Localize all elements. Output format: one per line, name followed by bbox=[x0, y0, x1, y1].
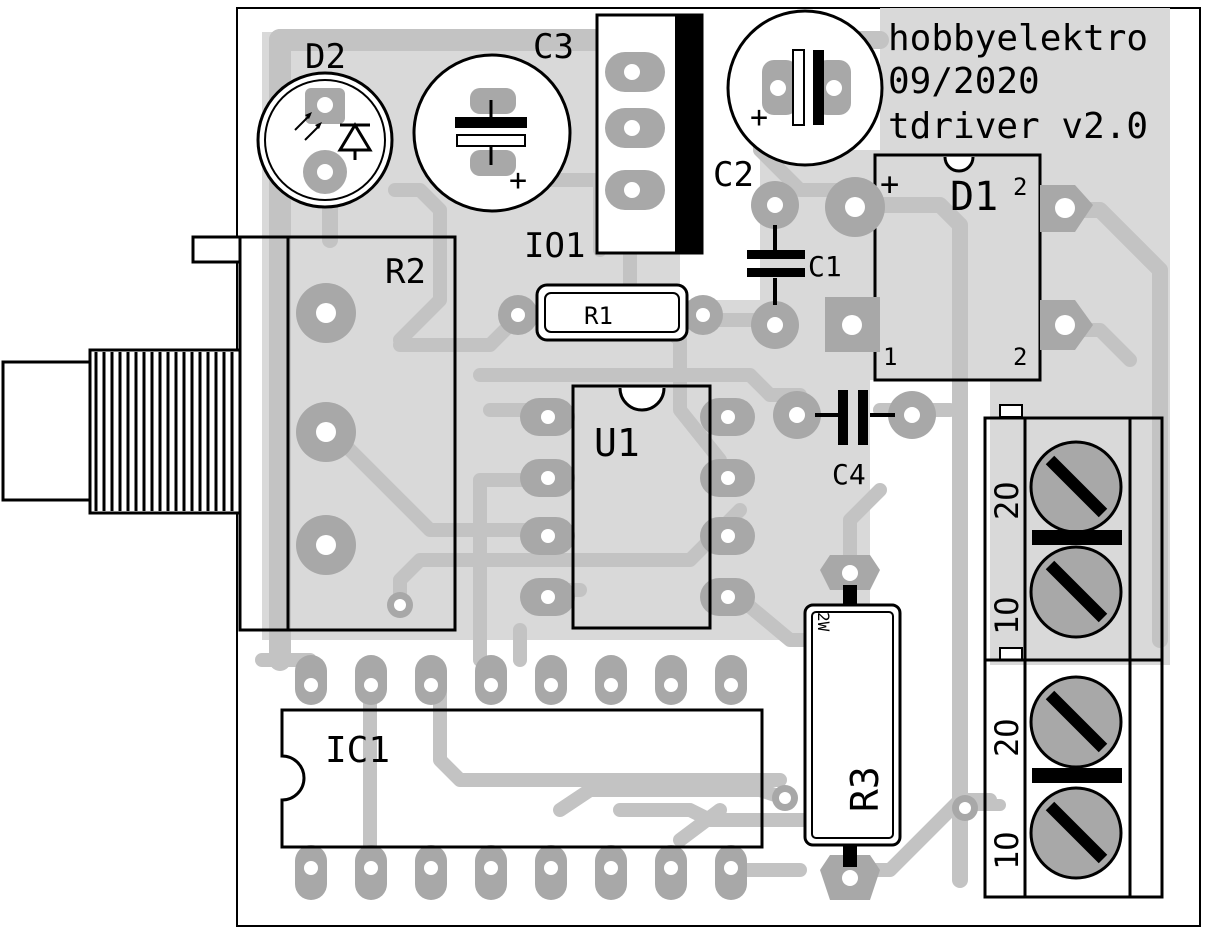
resistor-r3 bbox=[803, 555, 902, 900]
capacitor-c1 bbox=[747, 181, 805, 349]
label-r3-power: 2W bbox=[814, 612, 833, 632]
ic-ic1 bbox=[280, 655, 764, 900]
label-d1-pin1: 1 bbox=[883, 343, 897, 371]
label-u1: U1 bbox=[594, 421, 640, 465]
capacitor-c4 bbox=[773, 390, 936, 445]
label-terminal-upper-pin1: 1O bbox=[988, 596, 1026, 635]
board-title-line3: tdriver v2.0 bbox=[888, 106, 1148, 147]
vias bbox=[387, 592, 978, 821]
label-r2: R2 bbox=[385, 252, 426, 292]
label-io1: IO1 bbox=[524, 226, 585, 266]
board-title-line1: hobbyelektro bbox=[888, 18, 1148, 59]
capacitor-c3 bbox=[412, 53, 572, 213]
label-terminal-lower-pin1: 1O bbox=[988, 831, 1026, 870]
label-d2: D2 bbox=[305, 37, 346, 77]
terminal-block-lower bbox=[983, 647, 1164, 899]
label-c3: C3 bbox=[533, 27, 574, 67]
label-terminal-lower-pin2: 2O bbox=[988, 718, 1026, 757]
led-d2 bbox=[256, 71, 394, 209]
label-r3: R3 bbox=[843, 766, 887, 812]
label-d1-pin2b: 2 bbox=[1013, 343, 1027, 371]
ic-u1 bbox=[520, 384, 755, 630]
capacitor-c2 bbox=[726, 9, 884, 167]
label-plus-c2: + bbox=[750, 100, 768, 135]
resistor-r1 bbox=[498, 283, 723, 342]
label-plus-d1: + bbox=[880, 165, 899, 203]
shaft-knurling bbox=[94, 352, 234, 511]
label-d1-pin2a: 2 bbox=[1013, 173, 1027, 201]
potentiometer-r2 bbox=[1, 235, 457, 632]
board-title-line2: 09/2020 bbox=[888, 61, 1040, 102]
label-c4: C4 bbox=[832, 458, 866, 491]
label-d1: D1 bbox=[950, 174, 998, 220]
label-plus-c3: + bbox=[509, 163, 527, 198]
terminal-block-upper bbox=[983, 404, 1164, 662]
label-c2: C2 bbox=[713, 155, 754, 195]
label-c1: C1 bbox=[808, 250, 842, 283]
regulator-io1 bbox=[595, 13, 704, 255]
label-r1: R1 bbox=[584, 302, 613, 330]
label-terminal-upper-pin2: 2O bbox=[988, 481, 1026, 520]
label-ic1: IC1 bbox=[325, 730, 390, 771]
bridge-rectifier-d1 bbox=[825, 153, 1093, 382]
